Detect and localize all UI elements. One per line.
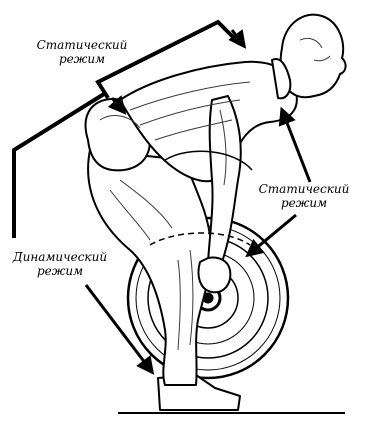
label-static-mode-right-line1: Статический [252, 182, 356, 196]
label-static-mode-top-line2: режим [30, 52, 134, 66]
label-static-mode-top-line1: Статический [30, 38, 134, 52]
athlete-figure [86, 15, 346, 410]
arrow-dynamic-legs [86, 285, 152, 372]
label-static-mode-right-line2: режим [252, 196, 356, 210]
hand [199, 258, 231, 293]
label-dynamic-mode-line1: Динамический [8, 250, 112, 264]
label-static-mode-right: Статический режим [252, 182, 356, 210]
label-dynamic-mode: Динамический режим [8, 250, 112, 278]
label-static-mode-top: Статический режим [30, 38, 134, 66]
arrow-static-arms-upper [282, 110, 310, 182]
label-dynamic-mode-line2: режим [8, 264, 112, 278]
